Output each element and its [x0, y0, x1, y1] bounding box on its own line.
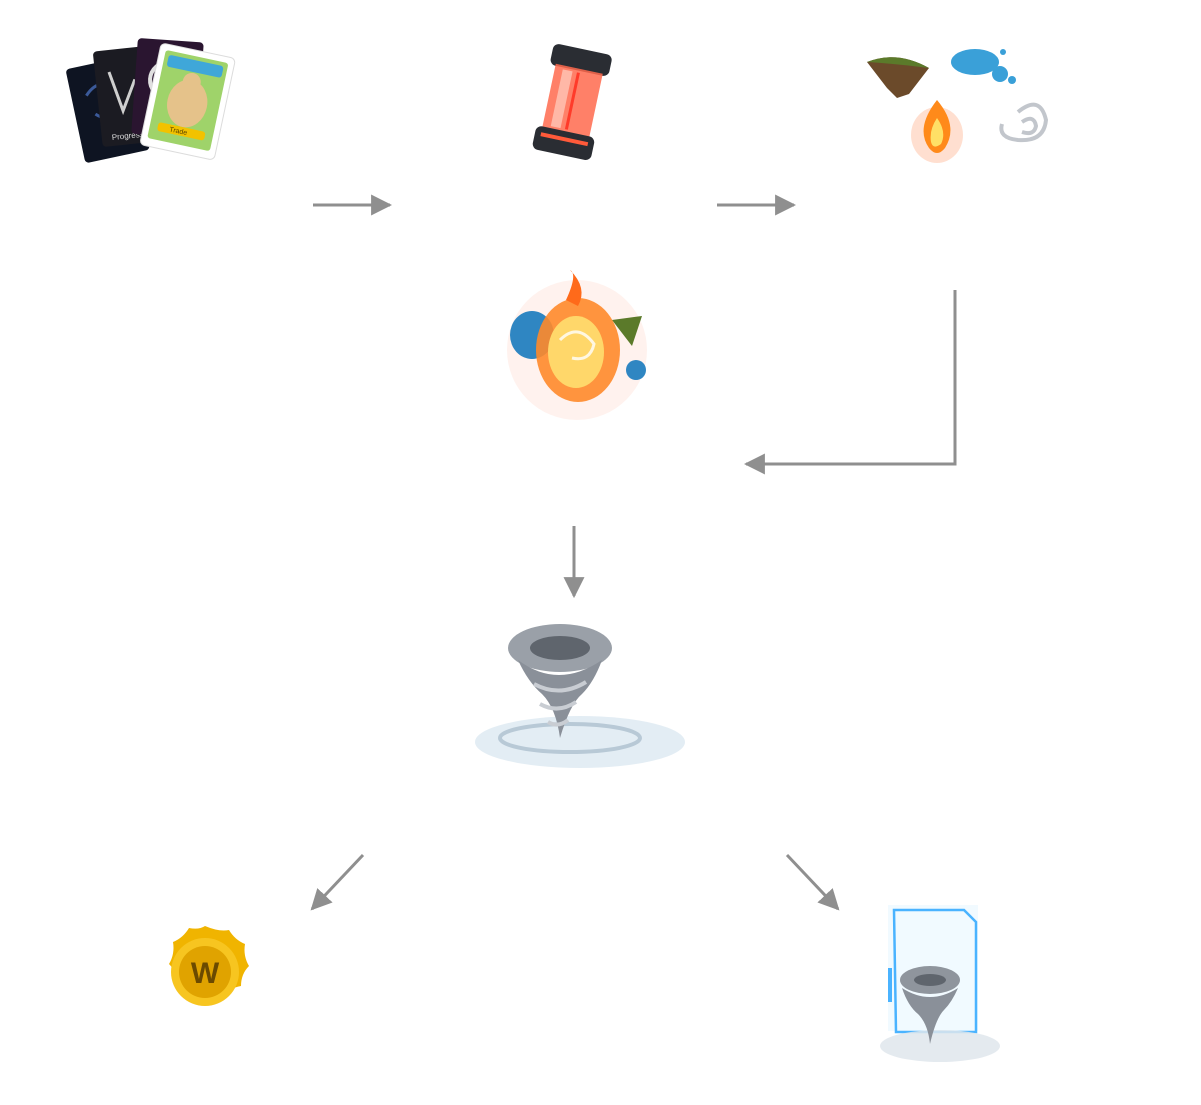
arrow-tornado-to-coin	[310, 853, 365, 911]
card-text-trade: Trade	[169, 126, 188, 137]
earth-element-icon	[867, 57, 929, 98]
coin-symbol: W	[191, 957, 220, 990]
arrow-elements-to-combined	[743, 290, 957, 475]
water-element-icon	[951, 49, 1016, 84]
fire-element-icon	[911, 100, 963, 163]
arrow-tornado-to-card	[785, 853, 840, 911]
wind-element-icon	[999, 102, 1049, 143]
